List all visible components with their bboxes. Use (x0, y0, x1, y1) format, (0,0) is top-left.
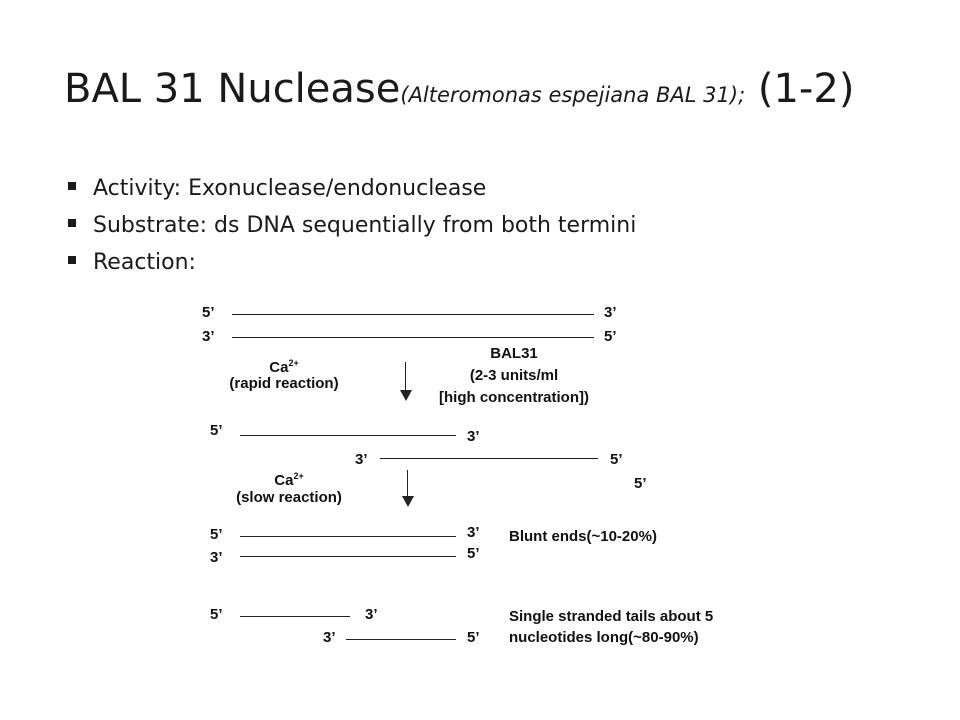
dna-strand-bottom (232, 337, 594, 338)
bullet-list: Activity: Exonuclease/endonuclease Subst… (68, 170, 636, 281)
slide-title: BAL 31 Nuclease(Alteromonas espejiana BA… (64, 66, 854, 112)
bullet-square-icon (68, 256, 76, 264)
strand-end-label: 5’ (467, 629, 480, 646)
dna-strand (240, 435, 456, 436)
strand-end-label: 3’ (467, 524, 480, 541)
strand-end-label: 5’ (634, 475, 647, 492)
ss-tails-label: nucleotides long(~80-90%) (509, 629, 699, 646)
strand-end-label: 5’ (210, 526, 223, 543)
strand-end-label: 3’ (323, 629, 336, 646)
enzyme-concentration: [high concentration]) (439, 389, 589, 406)
bullet-item: Activity: Exonuclease/endonuclease (68, 170, 636, 207)
title-part: (1-2) (757, 66, 855, 112)
arrow-shaft (405, 362, 406, 392)
strand-end-label: 5’ (604, 328, 617, 345)
strand-end-label: 5’ (210, 606, 223, 623)
title-organism: (Alteromonas espejiana BAL 31); (400, 83, 746, 107)
strand-end-label: 3’ (365, 606, 378, 623)
blunt-ends-label: Blunt ends(~10-20%) (509, 528, 657, 545)
down-arrow-icon (402, 496, 414, 507)
strand-end-label: 5’ (202, 304, 215, 321)
slow-reaction-label: (slow reaction) (236, 489, 342, 506)
strand-end-label: 5’ (610, 451, 623, 468)
dna-strand-bottom (240, 556, 456, 557)
dna-strand-top (240, 536, 456, 537)
ss-tails-label: Single stranded tails about 5 (509, 608, 714, 625)
strand-end-label: 5’ (210, 422, 223, 439)
strand-end-label: 5’ (467, 545, 480, 562)
rapid-reaction-label: (rapid reaction) (229, 375, 339, 392)
dna-strand (380, 458, 598, 459)
strand-end-label: 3’ (202, 328, 215, 345)
dna-strand-bottom (346, 639, 456, 640)
rapid-reaction-condition: Ca2+ (269, 358, 299, 376)
strand-end-label: 3’ (210, 549, 223, 566)
down-arrow-icon (400, 390, 412, 401)
arrow-shaft (407, 470, 408, 498)
title-main: BAL 31 Nuclease (64, 66, 401, 112)
dna-strand-top (232, 314, 594, 315)
enzyme-label: BAL31 (490, 345, 538, 362)
enzyme-units: (2-3 units/ml (469, 367, 559, 384)
strand-end-label: 3’ (355, 451, 368, 468)
bullet-item: Reaction: (68, 244, 636, 281)
bullet-square-icon (68, 219, 76, 227)
strand-end-label: 3’ (467, 428, 480, 445)
slow-reaction-condition: Ca2+ (274, 471, 304, 489)
bullet-item: Substrate: ds DNA sequentially from both… (68, 207, 636, 244)
bullet-square-icon (68, 182, 76, 190)
strand-end-label: 3’ (604, 304, 617, 321)
dna-strand-top (240, 616, 350, 617)
